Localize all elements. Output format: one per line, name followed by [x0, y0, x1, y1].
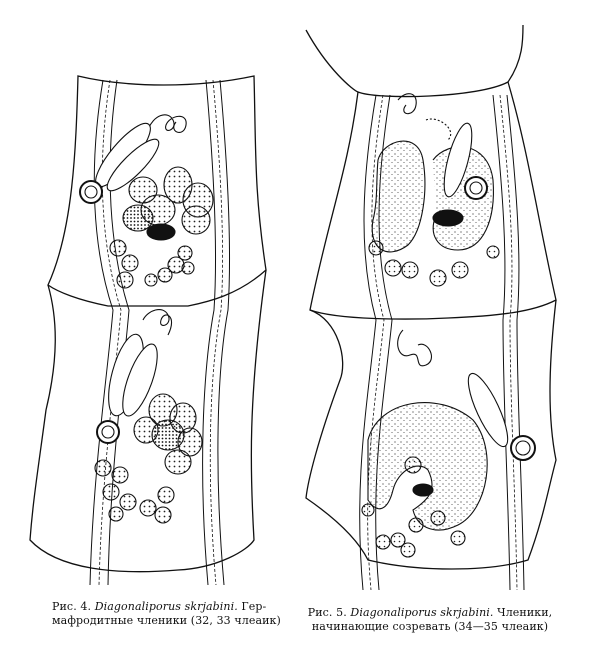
segment-outline-upper	[309, 81, 557, 320]
figure-4-svg	[29, 75, 267, 586]
figure-5-label: Рис. 5.	[307, 606, 347, 619]
figure-5-svg	[305, 24, 557, 591]
segment-outline-top	[305, 24, 524, 98]
figure-4-species: Diagonaliporus skrjabini.	[94, 600, 238, 613]
figure-4-caption-line2: мафродитные членики (32, 33 члеаик)	[52, 614, 281, 627]
segment-outline-lower	[29, 269, 267, 573]
figure-5-caption: Рис. 5. Diagonaliporus skrjabini. Членик…	[285, 606, 575, 634]
figure-4-label: Рис. 4.	[52, 600, 92, 613]
figure-5-drawing	[298, 20, 568, 595]
figure-5-caption-line2: начинающие созревать (34—35 члеаик)	[311, 620, 549, 633]
figure-4-caption-line1: Гер-	[241, 600, 267, 613]
figure-4-drawing	[18, 70, 280, 590]
figure-4-caption: Рис. 4. Diagonaliporus skrjabini. Гер- м…	[52, 600, 292, 628]
figure-5-species: Diagonaliporus skrjabini.	[350, 606, 494, 619]
segment-outline-upper	[47, 75, 267, 307]
figure-5-caption-line1: Членики,	[497, 606, 553, 619]
segment-outline-lower	[305, 299, 557, 570]
